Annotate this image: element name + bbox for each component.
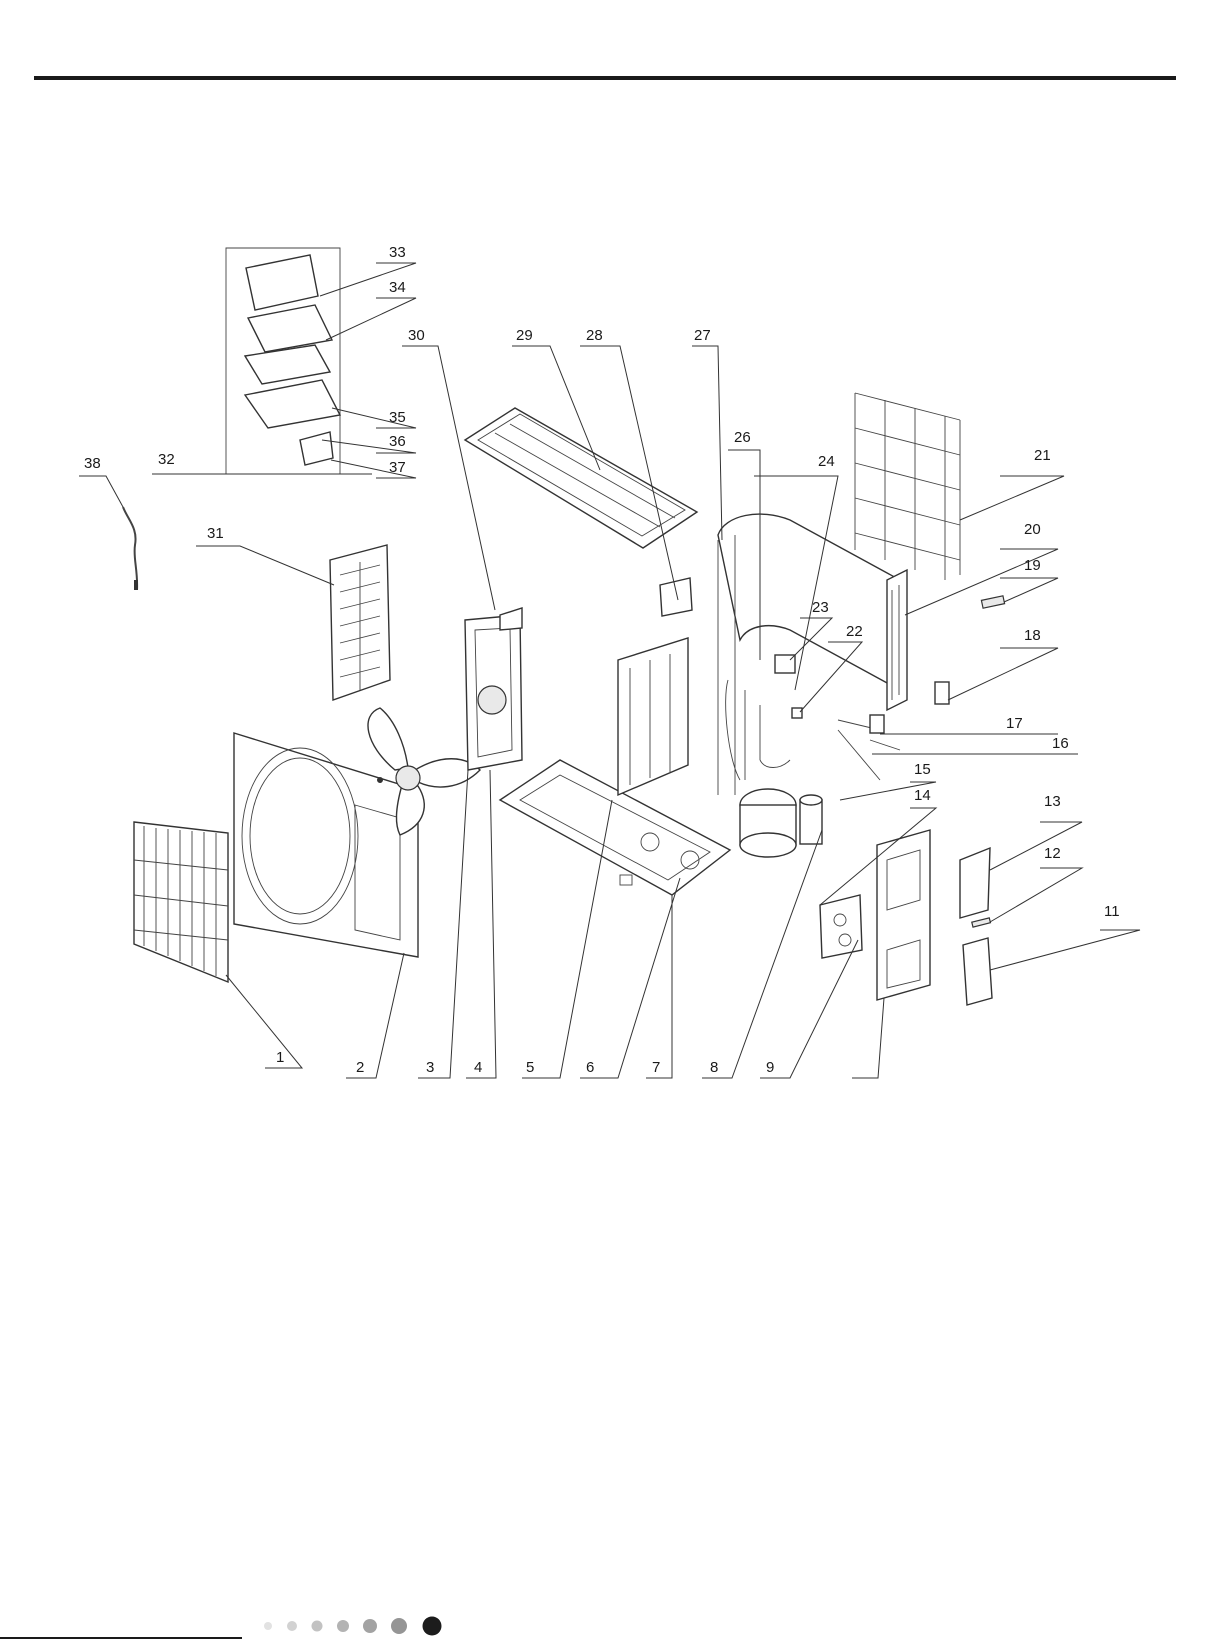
page-indicator bbox=[262, 1612, 462, 1642]
label-32: 32 bbox=[158, 451, 175, 468]
label-6: 6 bbox=[586, 1059, 594, 1076]
label-30: 30 bbox=[408, 327, 425, 344]
page-dot bbox=[312, 1621, 323, 1632]
label-9: 9 bbox=[766, 1059, 774, 1076]
label-1: 1 bbox=[276, 1049, 284, 1066]
label-5: 5 bbox=[526, 1059, 534, 1076]
label-34: 34 bbox=[389, 279, 406, 296]
label-7: 7 bbox=[652, 1059, 660, 1076]
label-4: 4 bbox=[474, 1059, 482, 1076]
label-26: 26 bbox=[734, 429, 751, 446]
label-20: 20 bbox=[1024, 521, 1041, 538]
label-27: 27 bbox=[694, 327, 711, 344]
page-dot bbox=[363, 1619, 377, 1633]
part-screw bbox=[972, 918, 991, 927]
label-37: 37 bbox=[389, 459, 406, 476]
page-dot bbox=[391, 1618, 407, 1634]
part-motor-support bbox=[465, 608, 522, 770]
part-clip bbox=[981, 596, 1004, 608]
page-dot-active bbox=[423, 1617, 442, 1636]
label-29: 29 bbox=[516, 327, 533, 344]
label-35: 35 bbox=[389, 409, 406, 426]
label-14: 14 bbox=[914, 787, 931, 804]
part-condenser bbox=[718, 514, 907, 795]
label-22: 22 bbox=[846, 623, 863, 640]
label-13: 13 bbox=[1044, 793, 1061, 810]
label-23: 23 bbox=[812, 599, 829, 616]
label-19: 19 bbox=[1024, 557, 1041, 574]
page-dot bbox=[287, 1621, 297, 1631]
footer-rule bbox=[0, 1637, 242, 1639]
label-36: 36 bbox=[389, 433, 406, 450]
label-2: 2 bbox=[356, 1059, 364, 1076]
part-handle bbox=[960, 848, 990, 918]
page-dot bbox=[264, 1622, 272, 1630]
label-11: 11 bbox=[1104, 903, 1120, 920]
page-dot bbox=[337, 1620, 349, 1632]
label-17: 17 bbox=[1006, 715, 1023, 732]
label-15: 15 bbox=[914, 761, 931, 778]
label-24: 24 bbox=[818, 453, 835, 470]
label-21: 21 bbox=[1034, 447, 1051, 464]
label-8: 8 bbox=[710, 1059, 718, 1076]
part-temperature-sensor bbox=[123, 507, 138, 590]
label-18: 18 bbox=[1024, 627, 1041, 644]
part-right-side-plate bbox=[877, 830, 930, 1000]
label-12: 12 bbox=[1044, 845, 1061, 862]
label-33: 33 bbox=[389, 244, 406, 261]
part-compressor bbox=[740, 789, 822, 857]
part-valve-support bbox=[820, 895, 862, 958]
part-front-grille bbox=[134, 822, 228, 982]
part-rear-grille bbox=[855, 393, 960, 580]
label-3: 3 bbox=[426, 1059, 434, 1076]
label-38: 38 bbox=[84, 455, 101, 472]
label-31: 31 bbox=[207, 525, 224, 542]
part-isolation-sheet bbox=[618, 638, 688, 795]
label-28: 28 bbox=[586, 327, 603, 344]
part-top-cover bbox=[465, 408, 697, 548]
label-16: 16 bbox=[1052, 735, 1069, 752]
part-chassis bbox=[500, 760, 730, 895]
part-electric-box-cover bbox=[660, 578, 692, 616]
part-valve-cover bbox=[963, 938, 992, 1005]
part-side-plate bbox=[330, 545, 390, 700]
